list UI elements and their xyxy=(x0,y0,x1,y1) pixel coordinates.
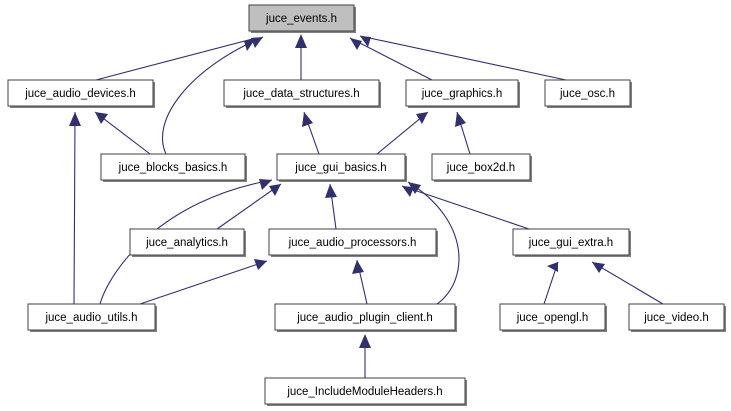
arrowhead-icon xyxy=(251,37,263,48)
node-label: juce_video.h xyxy=(643,312,709,324)
edge-gui_basics-to-data_structures xyxy=(302,111,320,155)
node-rect[interactable] xyxy=(274,303,456,331)
node-label: juce_osc.h xyxy=(559,88,615,100)
node-label: juce_data_structures.h xyxy=(242,88,359,100)
edge-analytics-to-gui_basics xyxy=(216,183,282,230)
edge-graphics-to-events xyxy=(349,37,433,81)
edge-opengl-to-gui_extra xyxy=(543,261,559,305)
arrowhead-icon xyxy=(69,112,81,126)
arrowhead-icon xyxy=(592,262,605,273)
node-label: juce_gui_extra.h xyxy=(528,237,613,249)
edge-audio_devices-to-events xyxy=(95,37,257,81)
edge-line xyxy=(349,37,433,81)
arrowhead-icon xyxy=(269,184,281,196)
node-rect[interactable] xyxy=(544,79,631,107)
edge-line xyxy=(216,183,282,230)
node-audio_devices[interactable]: juce_audio_devices.h xyxy=(7,79,155,108)
node-graphics[interactable]: juce_graphics.h xyxy=(405,79,520,108)
edge-line xyxy=(591,261,664,305)
node-label: juce_gui_basics.h xyxy=(294,162,386,174)
node-analytics[interactable]: juce_analytics.h xyxy=(129,228,246,257)
node-label: juce_events.h xyxy=(265,13,337,25)
node-label: juce_IncludeModuleHeaders.h xyxy=(286,386,442,398)
node-rect[interactable] xyxy=(7,79,154,107)
edge-audio_utils-to-audio_devices xyxy=(69,111,81,305)
node-label: juce_graphics.h xyxy=(421,88,503,100)
node-rect[interactable] xyxy=(405,79,519,107)
arrowhead-icon xyxy=(254,259,267,270)
edge-gui_extra-to-gui_basics xyxy=(401,185,530,230)
node-rect[interactable] xyxy=(27,303,156,331)
node-rect[interactable] xyxy=(512,228,630,256)
arrowhead-icon xyxy=(408,182,421,194)
arrowhead-icon xyxy=(295,34,307,48)
node-gui_extra[interactable]: juce_gui_extra.h xyxy=(512,228,631,257)
arrowhead-icon xyxy=(350,38,362,50)
node-label: juce_audio_plugin_client.h xyxy=(296,312,433,324)
edge-line xyxy=(407,181,460,305)
node-audio_plugin_client[interactable]: juce_audio_plugin_client.h xyxy=(274,303,457,332)
edge-video-to-gui_extra xyxy=(591,261,664,305)
edge-include_module-to-audio_plugin_client xyxy=(359,334,371,378)
arrowhead-icon xyxy=(352,260,364,274)
edge-audio_processors-to-gui_basics xyxy=(325,183,337,230)
node-osc[interactable]: juce_osc.h xyxy=(544,79,632,108)
node-rect[interactable] xyxy=(129,228,245,256)
edge-line xyxy=(73,111,76,305)
arrowhead-icon xyxy=(402,186,414,197)
node-gui_basics[interactable]: juce_gui_basics.h xyxy=(276,153,407,182)
node-label: juce_audio_utils.h xyxy=(44,312,137,324)
arrowhead-icon xyxy=(95,112,108,124)
node-rect[interactable] xyxy=(264,377,466,405)
node-label: juce_audio_devices.h xyxy=(24,88,136,100)
node-rect[interactable] xyxy=(499,303,606,331)
arrowhead-icon xyxy=(325,184,337,198)
arrowhead-icon xyxy=(302,112,313,127)
arrowhead-icon xyxy=(455,112,466,127)
node-audio_utils[interactable]: juce_audio_utils.h xyxy=(27,303,157,332)
edge-osc-to-events xyxy=(359,35,567,81)
node-label: juce_box2d.h xyxy=(446,162,515,174)
node-rect[interactable] xyxy=(248,4,355,32)
edge-data_structures-to-events xyxy=(295,34,307,80)
edge-audio_plugin_client-to-gui_basics xyxy=(407,181,460,305)
node-label: juce_analytics.h xyxy=(145,237,228,249)
edge-line xyxy=(359,35,567,81)
node-rect[interactable] xyxy=(223,79,380,107)
edge-audio_utils-to-audio_processors xyxy=(139,259,268,305)
edge-box2d-to-graphics xyxy=(455,111,471,155)
edge-gui_basics-to-graphics xyxy=(376,111,429,155)
arrowhead-icon xyxy=(360,36,371,47)
node-opengl[interactable]: juce_opengl.h xyxy=(499,303,607,332)
node-rect[interactable] xyxy=(268,228,437,256)
arrowhead-icon xyxy=(416,112,428,124)
node-events[interactable]: juce_events.h xyxy=(248,4,356,33)
node-include_module[interactable]: juce_IncludeModuleHeaders.h xyxy=(264,377,467,406)
edge-audio_plugin_client-to-audio_processors xyxy=(352,259,368,305)
node-rect[interactable] xyxy=(276,153,406,181)
edge-line xyxy=(161,36,264,155)
node-rect[interactable] xyxy=(100,153,246,181)
node-blocks_basics[interactable]: juce_blocks_basics.h xyxy=(100,153,247,182)
node-rect[interactable] xyxy=(628,303,725,331)
edge-line xyxy=(95,37,257,81)
node-rect[interactable] xyxy=(431,153,531,181)
node-label: juce_audio_processors.h xyxy=(288,237,417,249)
edge-blocks_basics-to-events xyxy=(161,36,264,155)
arrowhead-icon xyxy=(359,334,371,348)
node-audio_processors[interactable]: juce_audio_processors.h xyxy=(268,228,438,257)
node-box2d[interactable]: juce_box2d.h xyxy=(431,153,532,182)
arrowhead-icon xyxy=(259,179,272,190)
edge-blocks_basics-to-audio_devices xyxy=(94,111,151,155)
arrowhead-icon xyxy=(547,262,558,272)
edge-line xyxy=(139,260,268,305)
node-label: juce_blocks_basics.h xyxy=(118,162,228,174)
nodes-layer: juce_events.h juce_audio_devices.h juce_da… xyxy=(7,4,726,406)
node-label: juce_opengl.h xyxy=(516,312,589,324)
edge-line xyxy=(401,185,530,230)
node-video[interactable]: juce_video.h xyxy=(628,303,726,332)
node-data_structures[interactable]: juce_data_structures.h xyxy=(223,79,381,108)
